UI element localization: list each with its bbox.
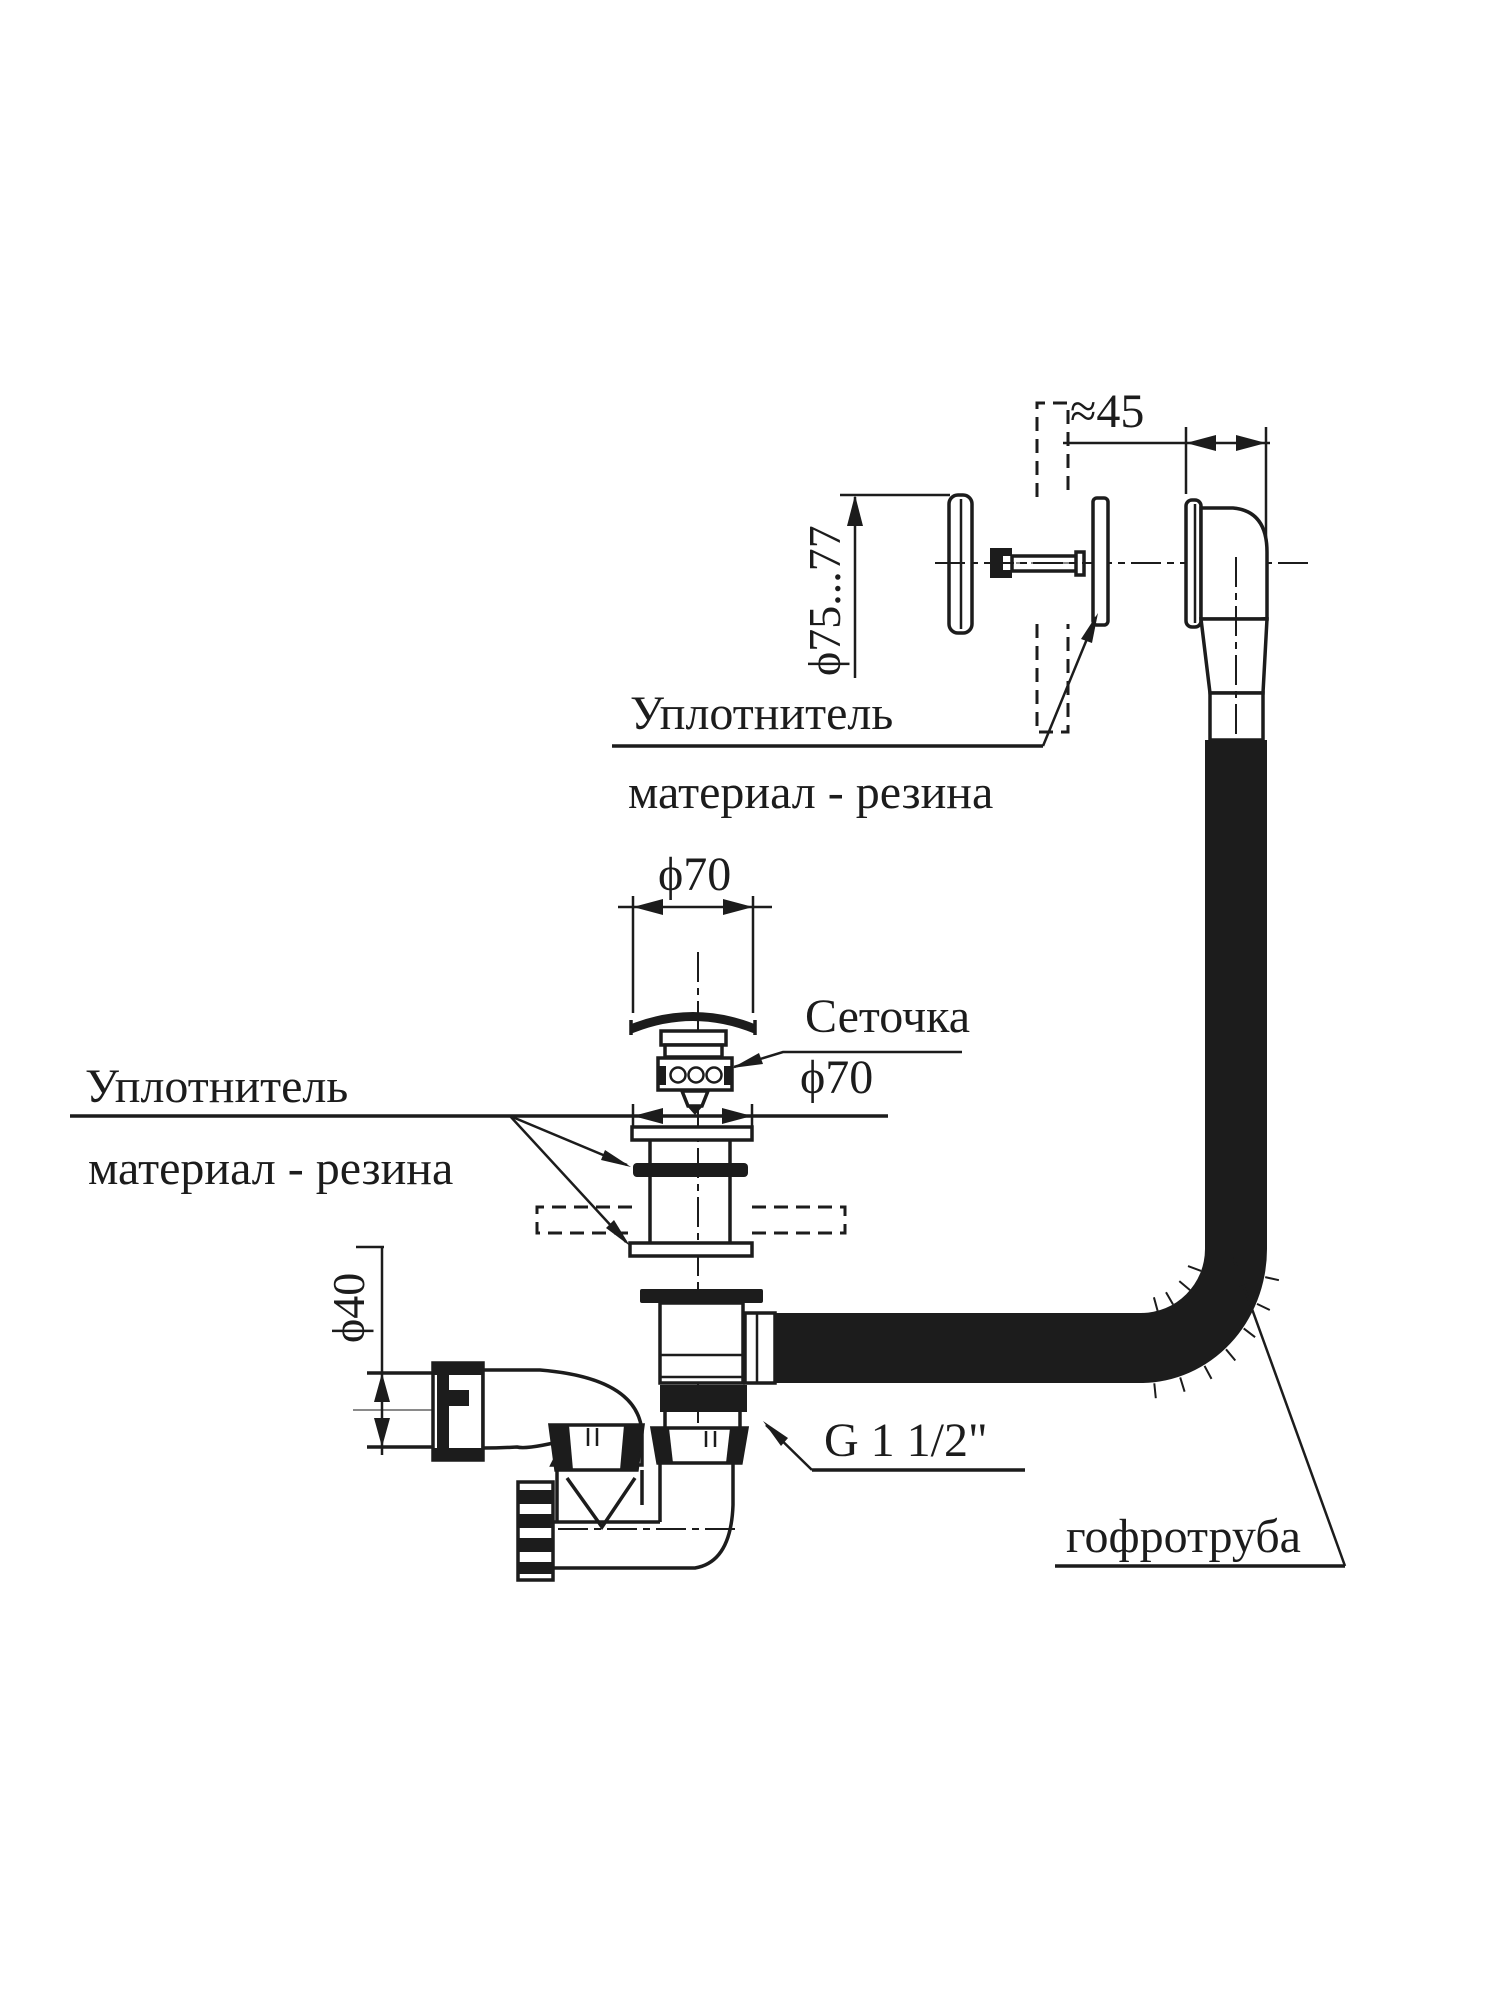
drain-cap <box>629 1012 757 1059</box>
drain-tailpiece <box>640 1289 763 1428</box>
drain-flange <box>630 1125 754 1243</box>
label-hose: гофротруба <box>1055 1257 1347 1568</box>
seal-top-line1: Уплотнитель <box>630 687 893 740</box>
dim-70-mid-label: ϕ70 <box>800 1051 873 1104</box>
label-strainer: Сеточка ϕ70 <box>732 990 970 1104</box>
overflow-elbow <box>1184 498 1269 742</box>
seal-top-line2: материал - резина <box>628 766 993 819</box>
dim-45: ≈45 <box>1063 385 1270 540</box>
label-thread: G 1 1/2" <box>763 1414 1025 1472</box>
dim-45-label: ≈45 <box>1070 385 1144 438</box>
tub-wall-dashed-top <box>1035 401 1070 734</box>
strainer <box>656 1056 734 1115</box>
siphon-trap <box>353 1361 750 1582</box>
dim-70-top-label: ϕ70 <box>658 848 731 901</box>
label-seal-left: Уплотнитель материал - резина <box>70 1060 888 1246</box>
hose-connector <box>743 1311 777 1385</box>
rubber-seal-ring <box>633 1163 748 1177</box>
overflow-gasket <box>1091 496 1110 627</box>
strainer-label: Сеточка <box>805 990 970 1043</box>
trap-union-nut-right <box>649 1426 750 1522</box>
seal-left-line2: материал - резина <box>88 1142 453 1195</box>
corrugated-hose <box>743 740 1280 1399</box>
dim-40-label: ϕ40 <box>323 1273 374 1343</box>
tub-bottom-dashed <box>535 1205 847 1235</box>
trap-ribbed-nut <box>516 1480 555 1582</box>
thread-label: G 1 1/2" <box>824 1414 988 1467</box>
dim-75-77: ϕ75...77 <box>799 493 950 678</box>
trap-body <box>555 1470 644 1531</box>
dim-75-77-label: ϕ75...77 <box>799 525 850 676</box>
outlet-nut <box>431 1361 485 1462</box>
hose-label: гофротруба <box>1066 1510 1301 1563</box>
drain-gasket <box>628 1241 754 1258</box>
trap-union-nut-left <box>548 1423 645 1472</box>
dim-40: ϕ40 <box>323 1245 390 1455</box>
thread-band <box>660 1385 747 1412</box>
dim-70-top: ϕ70 <box>618 848 772 1013</box>
label-seal-top: Уплотнитель материал - резина <box>612 613 1098 819</box>
seal-left-line1: Уплотнитель <box>85 1060 348 1113</box>
